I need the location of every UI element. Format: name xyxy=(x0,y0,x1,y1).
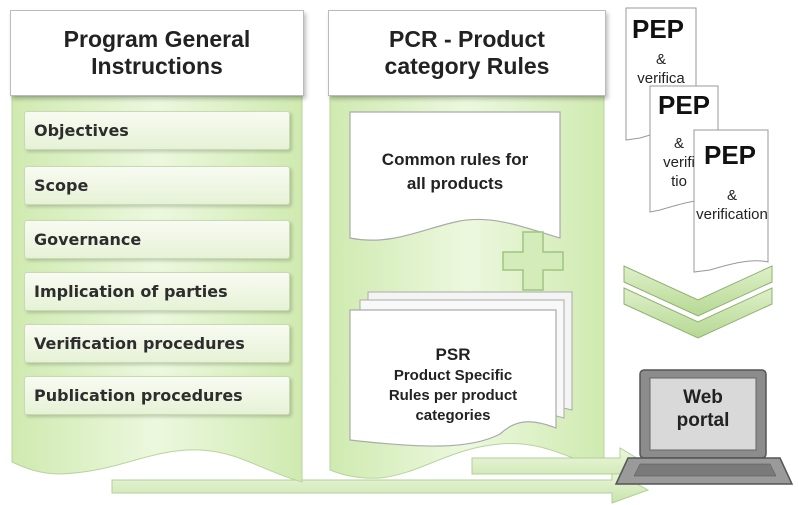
pep-document-3 xyxy=(693,129,769,273)
pep-2-subtitle: & verifi tio xyxy=(663,135,695,190)
psr-document-stack xyxy=(349,291,573,447)
item-verification-procedures: Verification procedures xyxy=(24,324,290,363)
program-general-instructions-title: Program General Instructions xyxy=(10,10,304,96)
pep-1-subtitle: & verifica xyxy=(637,51,685,86)
pep-1-title: PEP xyxy=(632,14,685,44)
item-implication-of-parties: Implication of parties xyxy=(24,272,290,311)
pep-2-title: PEP xyxy=(658,90,711,120)
plus-icon xyxy=(502,231,564,291)
laptop-icon xyxy=(614,369,794,485)
pcr-product-category-rules-title: PCR - Product category Rules xyxy=(328,10,606,96)
web-portal-label: Web portal xyxy=(676,387,730,431)
down-chevrons-icon xyxy=(623,265,773,339)
item-publication-procedures: Publication procedures xyxy=(24,376,290,415)
common-rules-label: Common rules for all products xyxy=(381,150,529,193)
psr-description: Product Specific Rules per product categ… xyxy=(388,367,518,424)
psr-title: PSR xyxy=(435,345,471,364)
bottom-arrow-left xyxy=(111,469,650,504)
item-scope: Scope xyxy=(24,166,290,205)
pep-3-title: PEP xyxy=(704,140,757,170)
pep-3-subtitle: & verification xyxy=(696,187,768,223)
item-governance: Governance xyxy=(24,220,290,259)
item-objectives: Objectives xyxy=(24,111,290,150)
psr-document xyxy=(349,309,557,447)
